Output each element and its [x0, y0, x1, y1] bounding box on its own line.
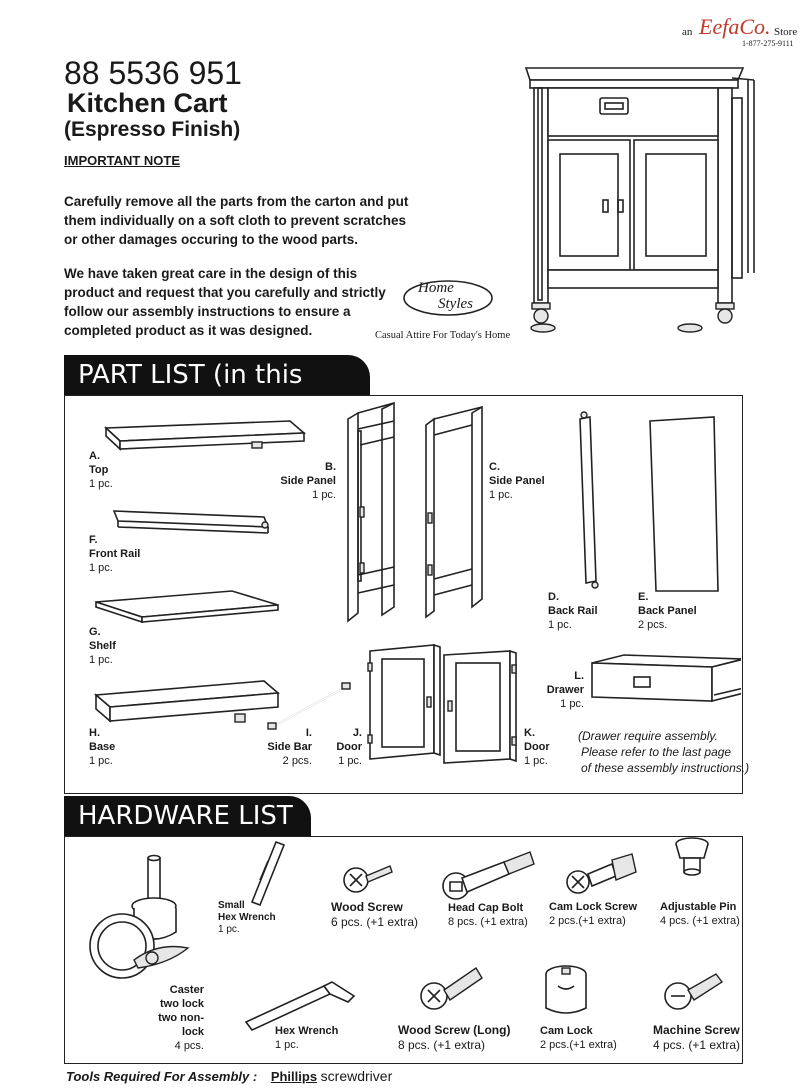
part-label-a: A. Top 1 pc. — [89, 450, 113, 490]
hardware-label-hex-wrench: Hex Wrench 1 pc. — [275, 1025, 339, 1051]
part-label-e: E. Back Panel 2 pcs. — [638, 591, 697, 631]
drawer-assembly-note: (Drawer require assembly. Please refer t… — [578, 729, 750, 775]
store-phone: 1-877-275-9111 — [742, 39, 794, 48]
hardware-label-wood-screw: Wood Screw 6 pcs. (+1 extra) — [331, 900, 419, 929]
part-label-i: I. Side Bar 2 pcs. — [267, 727, 312, 767]
part-label-j: J. Door 1 pc. — [336, 727, 362, 767]
hardware-label-head-cap-bolt: Head Cap Bolt 8 pcs. (+1 extra) — [448, 902, 528, 928]
tools-required-footer: Tools Required For Assembly : Phillips s… — [66, 1068, 392, 1084]
hardware-label-caster: Caster two lock two non-lock 4 pcs. — [158, 984, 204, 1052]
caster-drawing — [89, 854, 190, 979]
part-label-b: B. Side Panel 1 pc. — [280, 461, 336, 501]
part-label-h: H. Base 1 pc. — [89, 727, 116, 767]
part-label-d: D. Back Rail 1 pc. — [548, 591, 598, 631]
hardware-label-cam-lock: Cam Lock 2 pcs.(+1 extra) — [540, 1025, 617, 1051]
part-h-base-drawing — [94, 680, 280, 723]
wood-screw-long-drawing — [420, 967, 483, 1010]
part-label-c: C. Side Panel 1 pc. — [489, 461, 545, 501]
part-label-g: G. Shelf 1 pc. — [89, 626, 116, 666]
logo-line2: Styles — [438, 296, 473, 312]
tool-name: Phillips — [270, 1069, 318, 1084]
tool-rest: screwdriver — [320, 1068, 393, 1084]
part-l-drawer-drawing — [591, 654, 741, 703]
hardware-label-wood-screw-long: Wood Screw (Long) 8 pcs. (+1 extra) — [398, 1023, 511, 1052]
part-a-top-drawing — [104, 420, 307, 451]
hardware-list-header: HARDWARE LIST — [64, 796, 311, 836]
store-suffix: Store — [774, 26, 798, 38]
store-logo: an EefaCo. Store 1-877-275-9111 — [682, 14, 802, 52]
cam-lock-screw-drawing — [566, 853, 637, 894]
part-c-side-panel-drawing — [425, 405, 483, 619]
note-line: completed product as it was designed. — [64, 323, 313, 338]
hardware-list-panel — [64, 836, 743, 1064]
home-styles-logo: Home Styles Casual Attire For Today's Ho… — [375, 272, 538, 346]
part-list-title: PART LIST (in this carton) — [78, 360, 303, 430]
note-line: We have taken great care in the design o… — [64, 266, 358, 281]
part-label-f: F. Front Rail 1 pc. — [89, 534, 141, 574]
kitchen-cart-illustration — [524, 67, 755, 333]
head-cap-bolt-drawing — [442, 851, 535, 900]
cam-lock-drawing — [545, 965, 587, 1014]
part-b-side-panel-drawing — [347, 401, 395, 623]
part-d-back-rail-drawing — [579, 411, 599, 589]
note-line: or other damages occuring to the wood pa… — [64, 232, 359, 247]
adjustable-pin-drawing — [675, 837, 709, 876]
hardware-label-cam-lock-screw: Cam Lock Screw 2 pcs.(+1 extra) — [549, 901, 638, 927]
note-line: follow our assembly instructions to ensu… — [64, 304, 351, 319]
machine-screw-drawing — [664, 973, 724, 1010]
hex-wrench-drawing — [244, 981, 356, 1031]
hardware-label-adjustable-pin: Adjustable Pin 4 pcs. (+1 extra) — [660, 901, 740, 927]
part-illustrations — [94, 401, 741, 764]
hardware-label-machine-screw: Machine Screw 4 pcs. (+1 extra) — [653, 1023, 741, 1052]
hardware-list-title: HARDWARE LIST — [78, 801, 293, 831]
part-f-front-rail-drawing — [112, 510, 270, 534]
product-finish: (Espresso Finish) — [64, 118, 241, 141]
part-label-l: L. Drawer 1 pc. — [546, 670, 584, 710]
note-paragraph-2: We have taken great care in the design o… — [64, 264, 386, 340]
part-list-panel — [64, 395, 743, 794]
note-paragraph-1: Carefully remove all the parts from the … — [64, 192, 408, 249]
logo-tagline: Casual Attire For Today's Home — [375, 330, 511, 341]
part-k-door-drawing — [443, 649, 517, 764]
part-g-shelf-drawing — [95, 590, 279, 624]
note-line: them individually on a soft cloth to pre… — [64, 213, 407, 228]
wood-screw-drawing — [343, 865, 393, 893]
product-title: Kitchen Cart — [67, 88, 228, 118]
part-list-header: PART LIST (in this carton) — [64, 355, 370, 430]
model-number: 88 5536 951 — [64, 55, 242, 91]
store-brand: EefaCo. — [699, 14, 771, 39]
part-j-door-drawing — [367, 643, 441, 760]
part-e-back-panel-drawing — [649, 416, 719, 592]
part-i-side-bar-drawing — [267, 682, 351, 730]
note-title: IMPORTANT NOTE — [64, 153, 181, 168]
small-hex-wrench-drawing — [250, 840, 286, 907]
tools-label: Tools Required For Assembly : — [66, 1069, 258, 1084]
hardware-label-small-hex-wrench: Small Hex Wrench 1 pc. — [218, 900, 276, 935]
hardware-illustrations — [89, 837, 724, 1031]
store-prefix: an — [682, 26, 693, 38]
logo-line1: Home — [418, 280, 454, 296]
note-line: Carefully remove all the parts from the … — [64, 194, 409, 209]
note-line: product and request that you carefully a… — [64, 285, 386, 300]
part-label-k: K. Door 1 pc. — [524, 727, 550, 767]
